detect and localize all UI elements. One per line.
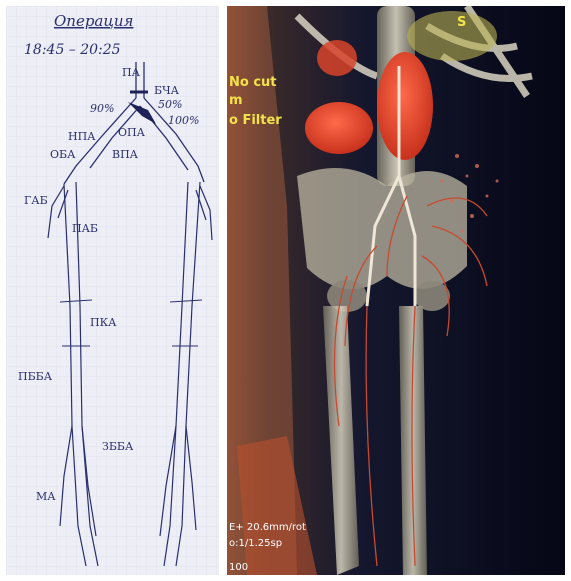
label-zbba: ЗББА bbox=[102, 440, 134, 453]
left-kidney bbox=[377, 52, 433, 160]
ct-bottom-line2: o:1/1.25sp bbox=[229, 538, 282, 549]
label-pka: ПКА bbox=[90, 316, 117, 329]
label-bcha: БЧА bbox=[154, 84, 180, 97]
label-npa: НПА bbox=[68, 130, 96, 143]
ct-bottom-line3: 100 bbox=[229, 562, 248, 573]
label-90: 90% bbox=[90, 102, 114, 115]
label-pab: ПАБ bbox=[72, 222, 98, 235]
ct-image: S No cut m o Filter E+ 20.6mm/rot o:1/1.… bbox=[227, 6, 565, 575]
ct-text-line2: m bbox=[229, 93, 243, 108]
ct-text-line1: No cut bbox=[229, 75, 277, 90]
label-50: 50% bbox=[158, 98, 182, 111]
label-100: 100% bbox=[168, 114, 199, 127]
ct-bottom-line1: E+ 20.6mm/rot bbox=[229, 522, 306, 533]
label-vpa: ВПА bbox=[112, 148, 139, 161]
label-gab: ГАБ bbox=[24, 194, 48, 207]
label-pbba: ПББА bbox=[18, 370, 53, 383]
sketch-drawing: Операция 18:45 – 20:25 bbox=[6, 6, 219, 575]
ct-text-line3: o Filter bbox=[229, 113, 282, 128]
ct-angiography-render: S No cut m o Filter E+ 20.6mm/rot o:1/1.… bbox=[227, 6, 565, 575]
right-kidney bbox=[305, 102, 373, 154]
sketch-time: 18:45 – 20:25 bbox=[24, 42, 121, 58]
hand-drawn-vascular-sketch: Операция 18:45 – 20:25 bbox=[6, 6, 219, 575]
sketch-title: Операция bbox=[54, 12, 133, 30]
label-pa: ПА bbox=[122, 66, 141, 79]
label-ma: МА bbox=[36, 490, 56, 503]
label-opa: ОПА bbox=[118, 126, 146, 139]
ct-corner-letter: S bbox=[457, 15, 466, 30]
label-oba: ОБА bbox=[50, 148, 76, 161]
